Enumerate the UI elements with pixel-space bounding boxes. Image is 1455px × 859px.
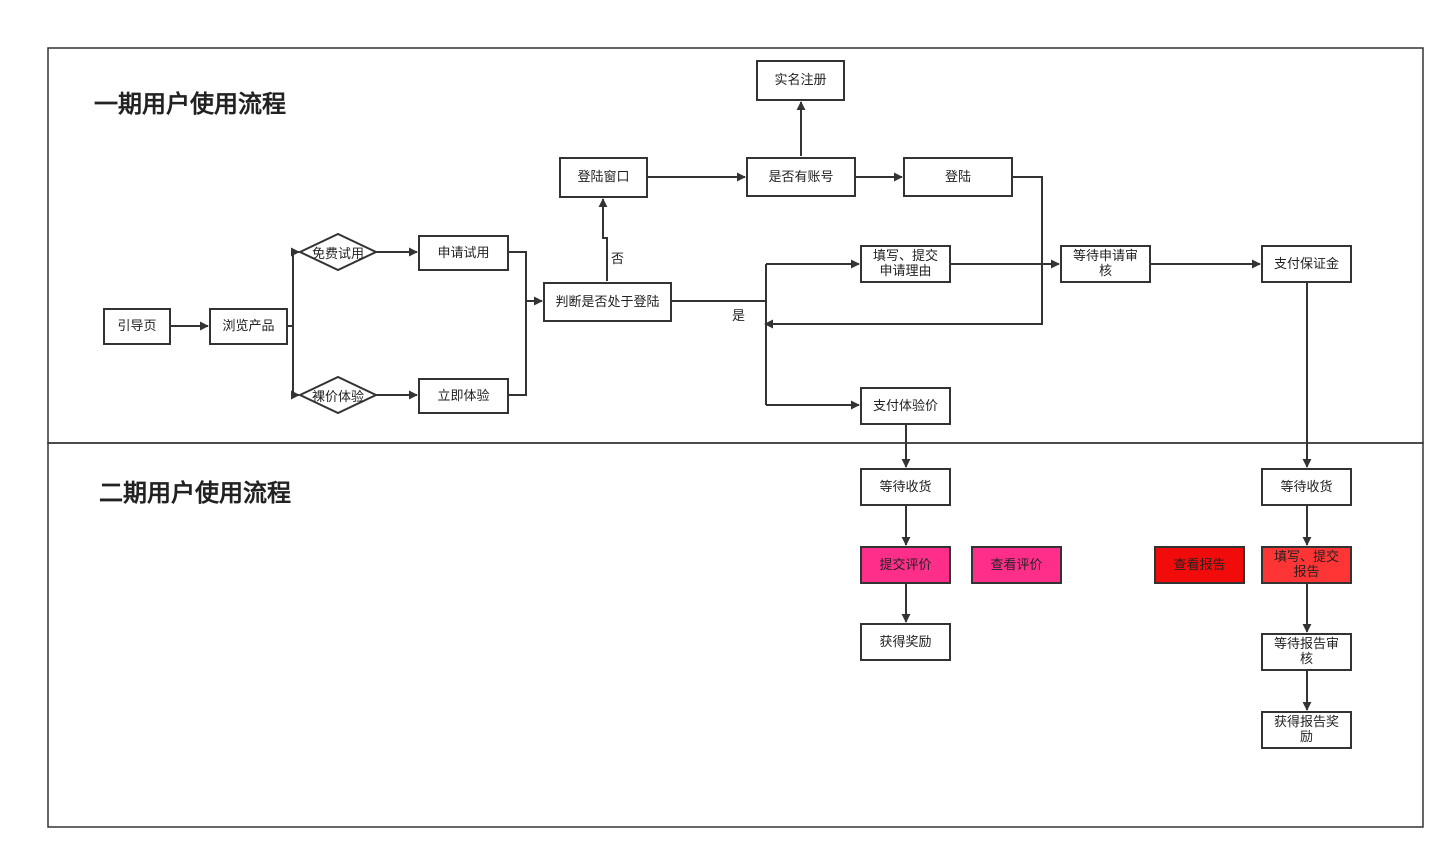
node-browse-product: 浏览产品	[209, 308, 288, 345]
edge-browse-split	[287, 252, 294, 395]
node-get-reward: 获得奖励	[860, 623, 951, 661]
node-fill-reason: 填写、提交申请理由	[860, 245, 951, 283]
node-pay-deposit: 支付保证金	[1261, 245, 1352, 283]
node-check-login: 判断是否处于登陆	[543, 282, 672, 322]
node-has-account: 是否有账号	[746, 157, 856, 197]
phase2-title: 二期用户使用流程	[99, 479, 291, 507]
edge-check-loginwindow	[598, 198, 608, 281]
node-instant-exp: 立即体验	[418, 378, 509, 414]
node-wait-report-review: 等待报告审核	[1261, 633, 1352, 671]
node-get-report-reward: 获得报告奖励	[1261, 711, 1352, 749]
node-bare-price: 裸价体验	[311, 389, 364, 405]
node-view-review: 查看评价	[971, 546, 1062, 584]
node-free-trial: 免费试用	[311, 246, 364, 262]
edge-check-yes	[671, 264, 767, 405]
node-guide-page: 引导页	[103, 308, 171, 345]
node-wait-receive-right: 等待收货	[1261, 468, 1352, 506]
edge-apply-merge	[508, 251, 527, 396]
edge-label-no: 否	[611, 252, 625, 267]
node-login-window: 登陆窗口	[559, 157, 648, 198]
node-view-report: 查看报告	[1154, 546, 1245, 584]
node-fill-report: 填写、提交报告	[1261, 546, 1352, 584]
node-real-name-register: 实名注册	[756, 60, 845, 101]
node-wait-review: 等待申请审核	[1060, 245, 1151, 283]
node-pay-exp-price: 支付体验价	[860, 387, 951, 425]
phase2-frame	[47, 442, 1424, 828]
node-login: 登陆	[903, 157, 1013, 197]
node-apply-trial: 申请试用	[418, 235, 509, 271]
node-submit-review: 提交评价	[860, 546, 951, 584]
edge-label-yes: 是	[732, 309, 746, 324]
edge-login-return	[764, 176, 1043, 329]
node-wait-receive-left: 等待收货	[860, 468, 951, 506]
phase1-title: 一期用户使用流程	[94, 90, 286, 118]
